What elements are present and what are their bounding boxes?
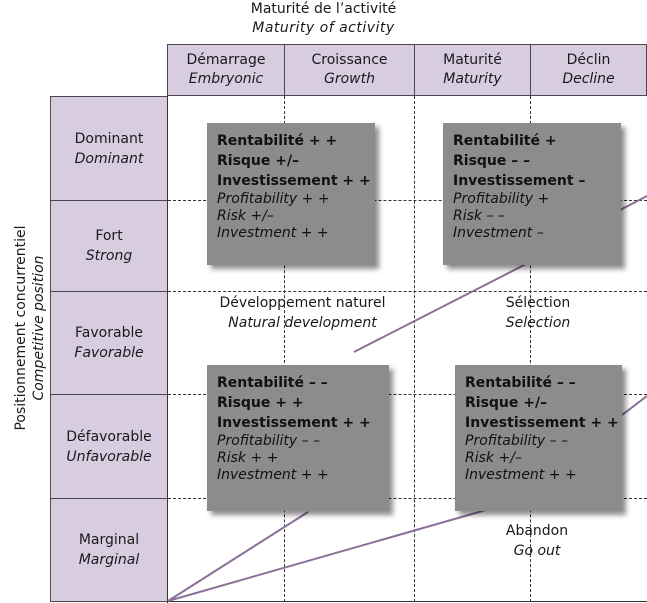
row-header-fr: Fort (95, 228, 123, 244)
zone-natural-development: Développement naturel Natural developmen… (200, 293, 405, 333)
row-header-strong: Fort Strong (50, 200, 168, 292)
zone-label-fr: Abandon (505, 523, 569, 539)
x-axis-title-en: Maturity of activity (252, 20, 395, 36)
box-line-en: Risk + + (217, 450, 279, 466)
strategy-box-top-right: Rentabilité + Risque – – Investissement … (443, 123, 621, 265)
column-header-fr: Croissance (311, 52, 388, 68)
row-header-en: Dominant (74, 150, 144, 167)
row-header-en: Unfavorable (66, 448, 152, 465)
box-line-en: Risk – – (453, 208, 505, 224)
row-header-en: Favorable (74, 345, 144, 361)
row-header-fr: Dominant (74, 130, 144, 147)
grid-bottom-border (167, 601, 647, 602)
box-line-en: Profitability + (453, 191, 550, 207)
x-axis-title-fr: Maturité de l’activité (250, 1, 397, 17)
box-line-fr: Investissement – (453, 173, 586, 189)
strategy-box-bottom-left: Rentabilité – – Risque + + Investissemen… (207, 365, 389, 511)
zone-divider-line (167, 509, 487, 602)
column-header-fr: Démarrage (186, 52, 266, 68)
grid-horizontal-divider (168, 200, 647, 201)
box-line-fr: Risque +/– (465, 395, 548, 411)
row-header-favorable: Favorable Favorable (50, 291, 168, 395)
zone-label-fr: Développement naturel (219, 295, 386, 311)
column-header-en: Embryonic (188, 71, 264, 87)
zone-divider-line (619, 195, 647, 211)
zone-label-en: Go out (513, 543, 561, 559)
box-line-en: Investment + + (465, 467, 577, 483)
grid-left-border (167, 96, 168, 603)
box-line-en: Investment + + (217, 225, 329, 241)
row-header-unfavorable: Défavorable Unfavorable (50, 394, 168, 499)
column-header-decline: Déclin Decline (530, 44, 647, 96)
zone-label-fr: Sélection (505, 295, 571, 311)
box-line-en: Risk +/– (465, 450, 522, 466)
box-line-fr: Investissement + + (217, 173, 371, 189)
zone-divider-line (621, 395, 647, 416)
row-header-en: Strong (85, 248, 133, 264)
box-line-en: Profitability – – (465, 433, 569, 449)
column-header-maturity: Maturité Maturity (414, 44, 531, 96)
grid-horizontal-divider (168, 291, 647, 292)
zone-label-en: Selection (505, 315, 571, 331)
column-header-en: Maturity (443, 71, 502, 87)
grid-vertical-divider (414, 96, 415, 602)
zone-divider-line (353, 263, 527, 353)
row-header-fr: Favorable (75, 325, 143, 341)
row-header-en: Marginal (78, 552, 140, 568)
row-header-fr: Défavorable (66, 428, 152, 445)
box-line-en: Risk +/– (217, 208, 274, 224)
box-line-fr: Risque + + (217, 395, 304, 411)
column-header-embryonic: Démarrage Embryonic (167, 44, 285, 96)
box-line-fr: Investissement + + (465, 415, 619, 431)
box-line-en: Investment – (453, 225, 544, 241)
zone-divider-line (167, 511, 309, 602)
row-header-fr: Marginal (78, 532, 140, 548)
box-line-en: Investment + + (217, 467, 329, 483)
grid-vertical-divider (284, 96, 285, 602)
strategy-box-top-left: Rentabilité + + Risque +/– Investissemen… (207, 123, 375, 265)
box-line-fr: Risque – – (453, 153, 531, 169)
box-line-fr: Risque +/– (217, 153, 300, 169)
grid-vertical-divider (530, 96, 531, 602)
zone-selection: Sélection Selection (458, 293, 618, 333)
zone-label-en: Natural development (228, 315, 377, 331)
strategy-box-bottom-right: Rentabilité – – Risque +/– Investissemen… (455, 365, 622, 511)
box-line-en: Profitability – – (217, 433, 321, 449)
grid-horizontal-divider (168, 498, 647, 499)
box-line-fr: Rentabilité – – (465, 375, 576, 391)
box-line-fr: Rentabilité – – (217, 375, 328, 391)
x-axis-title: Maturité de l’activité Maturity of activ… (0, 0, 647, 38)
column-header-en: Growth (324, 71, 375, 87)
grid-horizontal-divider (168, 394, 647, 395)
box-line-fr: Rentabilité + (453, 133, 557, 149)
column-header-growth: Croissance Growth (284, 44, 415, 96)
column-header-fr: Déclin (566, 52, 611, 68)
column-header-en: Decline (562, 71, 615, 87)
column-header-fr: Maturité (443, 52, 502, 68)
box-line-en: Profitability + + (217, 191, 330, 207)
box-line-fr: Investissement + + (217, 415, 371, 431)
box-line-fr: Rentabilité + + (217, 133, 338, 149)
zone-abandon: Abandon Go out (467, 521, 607, 561)
